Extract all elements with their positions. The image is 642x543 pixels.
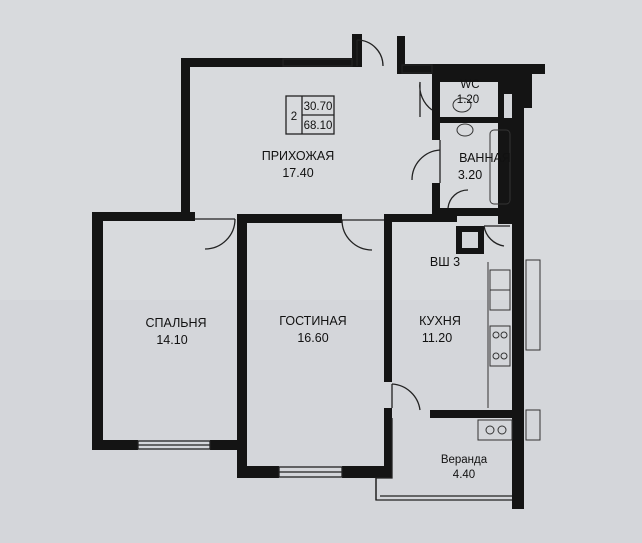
wc-door <box>419 81 433 117</box>
room-name-hall: ПРИХОЖАЯ <box>262 149 335 163</box>
room-name-wc: WC <box>460 79 479 91</box>
wall-bedroom-living <box>237 214 247 476</box>
wall-living-kitchen <box>384 214 392 382</box>
room-area-bedroom: 14.10 <box>156 333 187 347</box>
veranda-appliance <box>477 419 513 441</box>
stove-burner-1 <box>492 331 500 339</box>
wall-hall-left <box>181 58 190 215</box>
wall-bath-bottom <box>432 208 522 216</box>
veranda-appliance-ring-1 <box>485 425 495 435</box>
wall-right-outer-top <box>522 64 532 108</box>
wall-wc-top <box>432 74 498 82</box>
bath-inner-door <box>447 189 469 209</box>
windows <box>137 58 433 478</box>
wall-hall-left-top <box>181 58 357 67</box>
wall-living-bottom-left <box>237 466 279 478</box>
wall-living-top <box>237 214 342 223</box>
kitchen-door <box>391 383 421 411</box>
paper-highlight <box>0 0 642 300</box>
living-door <box>341 219 384 251</box>
right-external-unit-2 <box>525 409 541 441</box>
veranda-outline <box>375 418 512 501</box>
top-window-right <box>401 64 433 74</box>
room-area-kitchen: 11.20 <box>422 331 452 345</box>
summary-rooms: 2 <box>291 111 297 123</box>
wall-bedroom-left <box>92 212 103 450</box>
wall-kitchen-top <box>385 214 457 222</box>
wardrobe-door <box>483 225 510 247</box>
summary-box: 2 30.70 68.10 <box>285 95 335 135</box>
room-labels: ПРИХОЖАЯ 17.40 WC 1.20 ВАННАЯ 3.20 ВШ 3 … <box>145 79 510 481</box>
room-name-wardrobe: ВШ 3 <box>430 255 460 269</box>
room-name-kitchen: КУХНЯ <box>419 314 461 328</box>
room-area-living: 16.60 <box>297 331 328 345</box>
wall-veranda-post <box>512 478 524 508</box>
toilet-icon <box>452 97 472 113</box>
wall-bedroom-bottom-left <box>92 440 138 450</box>
wall-wc-bottom <box>432 117 498 123</box>
wardrobe-inner <box>462 232 478 248</box>
wall-wc-bath <box>432 74 440 140</box>
wall-hall-right-top <box>397 64 545 74</box>
room-name-living: ГОСТИНАЯ <box>279 314 346 328</box>
wall-hall-right-post <box>397 36 405 74</box>
right-external-unit <box>525 259 541 351</box>
bathtub-icon <box>489 129 511 205</box>
wall-bath-left <box>432 183 440 215</box>
sink-icon <box>456 123 474 137</box>
room-name-bath: ВАННАЯ <box>459 151 511 165</box>
hall-window-left <box>282 58 353 67</box>
entry-door <box>356 39 384 67</box>
stove-burner-3 <box>492 352 500 360</box>
wall-right-outer <box>512 74 524 509</box>
room-area-hall: 17.40 <box>282 166 313 180</box>
wall-kitchen-bottom <box>430 410 514 418</box>
veranda-appliance-ring-2 <box>497 425 507 435</box>
doors <box>195 39 510 411</box>
wall-bedroom-top-left <box>92 212 195 221</box>
wall-living-kitchen-lower <box>384 408 392 478</box>
room-area-bath: 3.20 <box>458 168 482 182</box>
bath-door <box>411 140 441 183</box>
room-name-bedroom: СПАЛЬНЯ <box>145 316 206 330</box>
stove-icon <box>489 325 511 367</box>
bedroom-door <box>195 218 236 250</box>
summary-living-area: 30.70 <box>304 101 333 113</box>
wall-bedroom-bottom-right <box>210 440 245 450</box>
room-area-wc: 1.20 <box>457 94 479 106</box>
wall-living-bottom-right <box>342 466 392 478</box>
room-name-veranda: Веранда <box>441 454 488 466</box>
room-area-veranda: 4.40 <box>453 469 475 481</box>
stove-burner-4 <box>500 352 508 360</box>
fixtures <box>452 97 541 441</box>
summary-total-area: 68.10 <box>304 120 333 132</box>
stove-burner-2 <box>500 331 508 339</box>
